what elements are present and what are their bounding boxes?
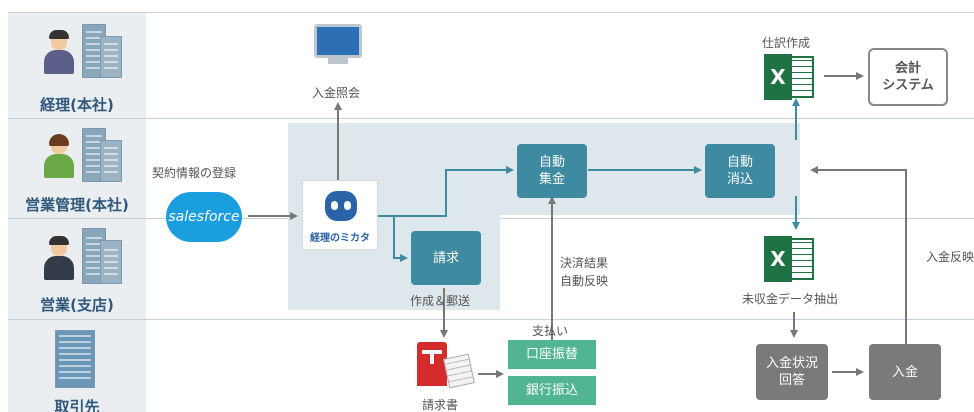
node-nyukin-jokyo: 入金状況 回答 [756, 344, 828, 400]
lane-label-sales-branch: 営業(支店) [40, 296, 114, 314]
label-mishukin: 未収金データ抽出 [742, 292, 839, 306]
monitor-icon [314, 24, 362, 58]
lane-divider [8, 319, 974, 320]
node-ginko-furikomi: 銀行振込 [508, 376, 596, 405]
node-nyukin: 入金 [869, 344, 941, 400]
lane-icon-accounting [38, 18, 128, 80]
lane-label-sales-admin: 営業管理(本社) [25, 196, 129, 214]
arrow-mikata-to-shukin [378, 166, 514, 217]
excel-icon-top: X [764, 54, 816, 100]
excel-icon-bottom: X [764, 236, 816, 282]
salesforce-logo-text: salesforce [168, 209, 240, 225]
lane-icon-sales-admin [38, 122, 128, 186]
lane-label-accounting: 経理(本社) [40, 96, 114, 114]
postbox-icon [417, 342, 447, 386]
node-jido-shokomi: 自動 消込 [705, 144, 775, 198]
salesforce-logo: salesforce [166, 192, 242, 242]
label-seikyusho: 請求書 [422, 398, 459, 412]
label-nyukin-hanei: 入金反映 [926, 250, 974, 264]
lane-icon-client-building [55, 330, 95, 388]
node-kaikei-system: 会計 システム [868, 48, 948, 106]
arrow-nyukin-hanei [810, 166, 907, 346]
lane-divider [8, 118, 974, 119]
label-keiyaku: 契約情報の登録 [152, 166, 237, 180]
node-jido-shukin: 自動 集金 [517, 144, 587, 198]
mikata-logo-text: 経理のミカタ [310, 233, 370, 244]
arrow-mikata-to-seikyu [378, 215, 408, 262]
mikata-logo: 経理のミカタ [302, 180, 378, 250]
robot-icon [325, 191, 357, 221]
label-kessai: 決済結果 自動反映 [560, 256, 609, 288]
label-nyukin-shokai: 入金照会 [312, 86, 361, 100]
lane-divider [8, 12, 974, 13]
lane-label-client: 取引先 [54, 398, 100, 412]
label-sakusei-yuso: 作成＆郵送 [410, 294, 471, 308]
node-seikyu: 請求 [411, 231, 481, 285]
monitor-stand [328, 58, 348, 64]
node-koza-furikae: 口座振替 [508, 340, 596, 369]
label-shiwake: 仕訳作成 [762, 36, 811, 50]
label-shiharai: 支払い [532, 324, 569, 338]
lane-icon-sales-branch [38, 224, 128, 288]
